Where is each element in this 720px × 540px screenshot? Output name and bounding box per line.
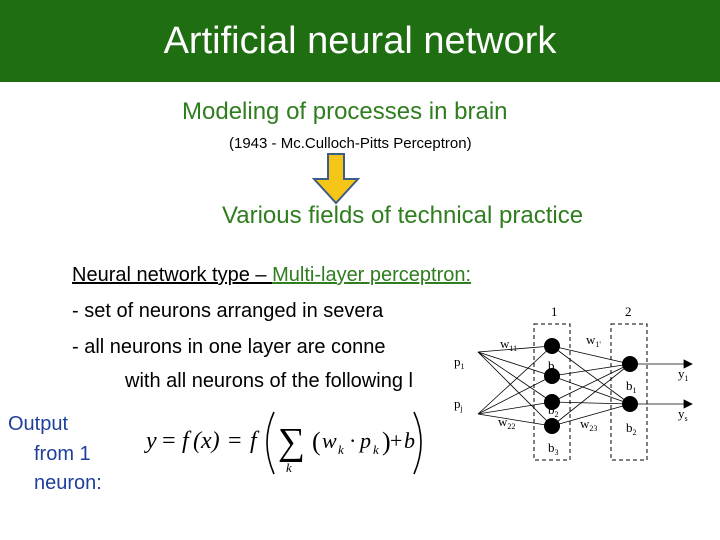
formula-paren-open: ( (312, 427, 321, 456)
page-title: Artificial neural network (163, 20, 557, 62)
bullet-neurons-connected: - all neurons in one layer are conne (72, 336, 386, 358)
formula-w-sub: k (338, 442, 344, 457)
formula-f1: f (182, 428, 192, 454)
neuron-1-2 (544, 368, 560, 384)
w23-label: w23 (580, 416, 597, 433)
formula-f2: f (250, 428, 260, 454)
b3-label: b3 (548, 440, 559, 457)
formula-p-sub: k (373, 442, 379, 457)
formula-x: (x) (193, 428, 220, 454)
network-type-value: Multi-layer perceptron: (272, 264, 472, 286)
w22-label: w22 (498, 414, 515, 431)
layer-2-box (610, 323, 648, 461)
multilayer-perceptron-diagram: 1 2 (454, 304, 693, 461)
formula-paren-close: ) (382, 427, 391, 456)
ys-label: ys (678, 406, 688, 423)
formula-eq1: = (162, 428, 176, 454)
neuron-1-1 (544, 338, 560, 354)
p1-label: p1 (454, 354, 465, 371)
bullet-neurons-layers: - set of neurons arranged in severa (72, 300, 384, 322)
formula-b: b (404, 428, 415, 453)
fields-text: Various fields of technical practice (222, 202, 584, 229)
formula-y: y (144, 428, 157, 454)
input-connections (477, 345, 553, 427)
network-type-label: Neural network type – (72, 264, 273, 286)
layer-1-box (533, 323, 571, 461)
layer2-b1-label: b1 (626, 378, 637, 395)
y1-label: y1 (678, 366, 689, 383)
output-label-line2: from 1 (34, 443, 91, 465)
history-text: (1943 - Mc.Culloch-Pitts Perceptron) (229, 135, 472, 152)
w11-label: w11 (500, 336, 517, 353)
neuron-2-1 (622, 356, 638, 372)
title-bar: Artificial neural network (0, 0, 720, 82)
formula-eq2: = (228, 428, 242, 454)
formula-big-paren-right (413, 411, 422, 475)
layer-1-label: 1 (551, 304, 558, 319)
pj-label: pj (454, 396, 463, 413)
b2-label: b2 (548, 402, 559, 419)
formula-w: w (322, 428, 337, 453)
bullet-following-layer: with all neurons of the following l (125, 370, 413, 392)
formula-sum-index: k (286, 460, 292, 475)
hidden-connections (551, 345, 631, 427)
output-label-line1: Output (8, 413, 69, 435)
b-top-label: b (548, 358, 555, 373)
formula-sigma: ∑ (278, 421, 305, 463)
output-label-line3: neuron: (34, 472, 102, 494)
formula-plus: + (390, 428, 402, 453)
w1prime-label: w1' (586, 332, 601, 349)
formula-big-paren-left (266, 411, 275, 475)
formula-dot: · (349, 428, 356, 453)
modeling-text: Modeling of processes in brain (182, 98, 508, 125)
neuron-1-3 (544, 394, 560, 410)
down-arrow-icon (312, 153, 360, 205)
formula-p: p (358, 428, 371, 453)
layer-2-label: 2 (625, 304, 632, 319)
neuron-output-formula: y = f (x) = f ∑ k ( w k · p k ) + b (144, 411, 422, 475)
neuron-1-4 (544, 418, 560, 434)
neuron-2-2 (622, 396, 638, 412)
output-arrows (630, 359, 693, 409)
network-type-line: Neural network type – Multi-layer percep… (72, 264, 471, 287)
layer2-b2-label: b2 (626, 420, 637, 437)
